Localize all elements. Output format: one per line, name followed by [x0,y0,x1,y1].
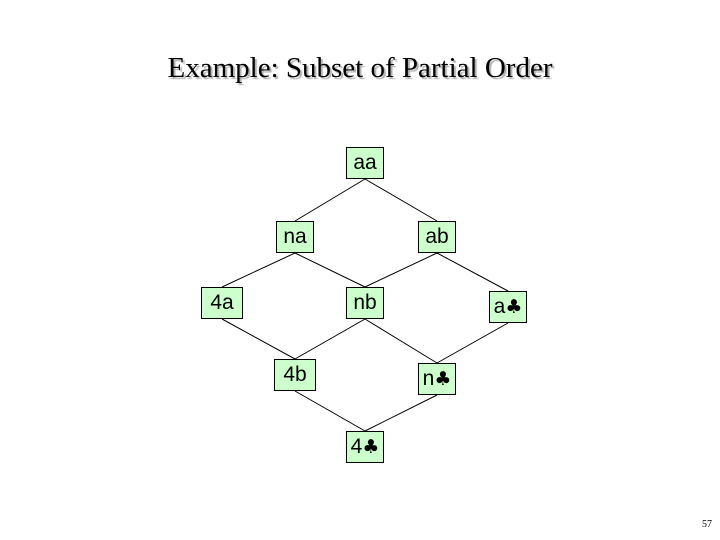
node-4-club: 4♣ [346,431,384,463]
edge-na-4a [221,252,296,288]
edge-ab-nb [364,252,438,288]
node-4b: 4b [274,359,316,391]
node-4a: 4a [201,287,243,319]
edge-a-club-n-club [436,322,509,364]
edge-4b-4-club [294,390,366,432]
club-symbol: ♣ [434,368,452,390]
edge-n-club-4-club [364,394,438,432]
club-symbol: ♣ [362,436,380,458]
slide-title: Example: Subset of Partial Order [167,52,553,84]
node-nb: nb [346,287,384,319]
edge-aa-ab [364,178,438,222]
node-n-club: n♣ [418,363,456,395]
edge-na-nb [294,252,366,288]
node-na: na [276,221,314,253]
node-ab: ab [418,221,456,253]
edge-4a-4b [221,318,296,360]
node-a-club: a♣ [489,291,527,323]
club-symbol: ♣ [505,296,523,318]
page-number: 57 [702,519,712,530]
node-aa: aa [346,147,384,179]
edge-nb-4b [294,318,366,360]
edge-nb-n-club [364,318,438,364]
edge-aa-na [294,178,366,222]
edge-ab-a-club [436,252,509,292]
